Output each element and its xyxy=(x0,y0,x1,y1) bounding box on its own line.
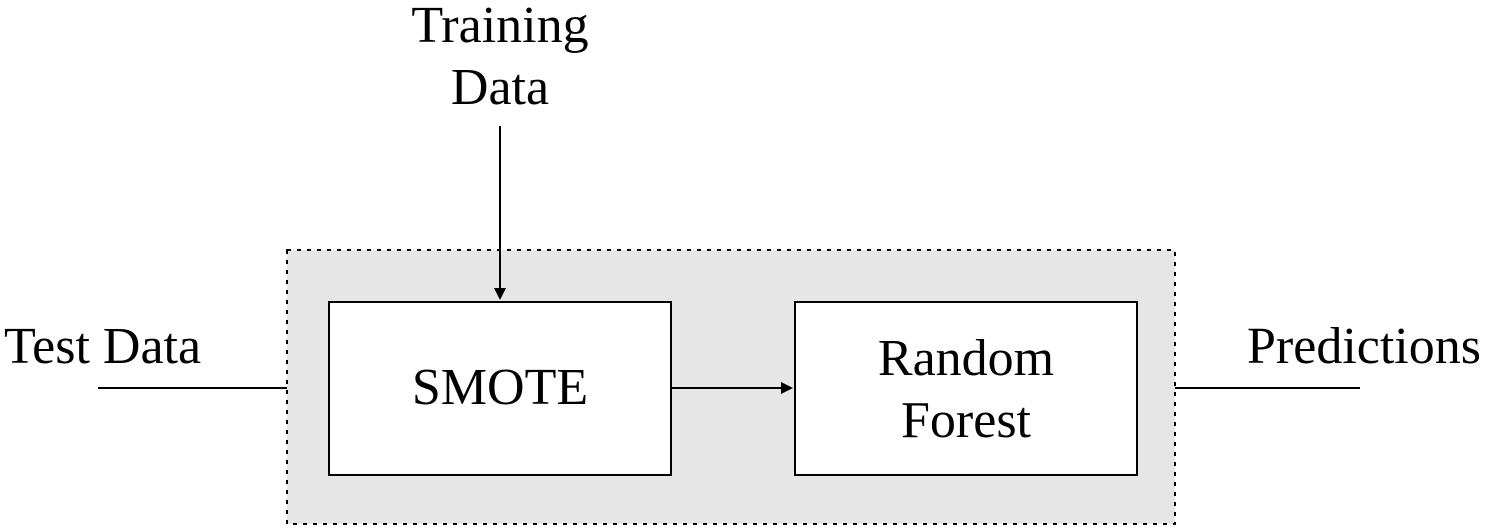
random-forest-label: Random Forest xyxy=(795,328,1137,452)
predictions-label: Predictions xyxy=(1247,318,1481,375)
smote-box xyxy=(328,301,672,476)
random-forest-label-line1: Random xyxy=(877,330,1055,387)
training-data-label: Training Data xyxy=(380,0,620,119)
random-forest-label-line2: Forest xyxy=(901,392,1031,449)
training-data-label-line2: Data xyxy=(450,59,550,116)
random-forest-box xyxy=(794,301,1138,476)
test-data-label: Test Data xyxy=(4,318,202,375)
smote-label: SMOTE xyxy=(411,359,589,416)
training-data-label-line1: Training xyxy=(411,0,589,54)
